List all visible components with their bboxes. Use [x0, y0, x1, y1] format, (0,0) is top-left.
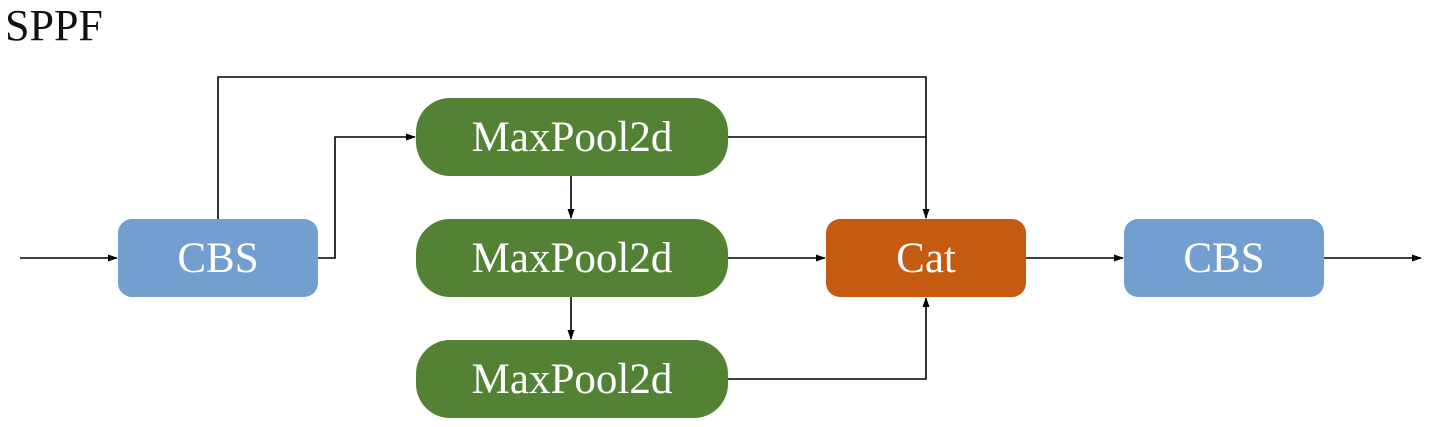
- cbs-output-block: CBS: [1124, 219, 1324, 297]
- cbs-output-label: CBS: [1183, 234, 1265, 282]
- cat-block: Cat: [826, 219, 1026, 297]
- maxpool-3-label: MaxPool2d: [471, 355, 673, 403]
- edge-pool3-to-cat: [728, 297, 930, 380]
- maxpool-block-2: MaxPool2d: [416, 219, 728, 297]
- cat-label: Cat: [896, 234, 956, 282]
- maxpool-block-3: MaxPool2d: [416, 340, 728, 418]
- maxpool-2-label: MaxPool2d: [471, 234, 673, 282]
- cbs-input-block: CBS: [118, 219, 318, 297]
- edge-cbs-skip-to-cat: [217, 76, 930, 219]
- maxpool-block-1: MaxPool2d: [416, 98, 728, 176]
- edge-cbs-to-pool1: [318, 133, 416, 259]
- maxpool-1-label: MaxPool2d: [471, 113, 673, 161]
- diagram-title: SPPF: [5, 1, 103, 50]
- cbs-input-label: CBS: [177, 234, 259, 282]
